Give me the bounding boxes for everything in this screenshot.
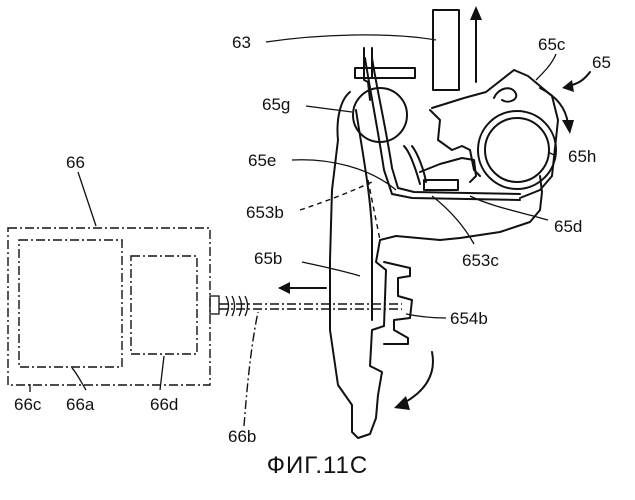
roller-65g-circle xyxy=(353,88,407,142)
controller-box-66a xyxy=(19,240,122,367)
cable-66b xyxy=(219,296,402,316)
wire-spring-65e xyxy=(365,58,520,200)
label-653c: 653c xyxy=(462,251,499,270)
rail-63-rect xyxy=(433,10,459,90)
arrow-65 xyxy=(562,72,590,92)
coil-spring-inner xyxy=(485,118,549,182)
roller-65g xyxy=(353,48,415,142)
label-66c: 66c xyxy=(14,395,42,414)
label-66b: 66b xyxy=(228,427,256,446)
label-65: 65 xyxy=(592,53,611,72)
label-65g: 65g xyxy=(262,95,290,114)
label-653b: 653b xyxy=(246,203,284,222)
controller-box-66d xyxy=(131,256,197,354)
rail-63 xyxy=(433,6,482,90)
controller-outer-box xyxy=(8,228,210,385)
left-arrow xyxy=(278,282,326,294)
lever-body-65b xyxy=(330,92,542,438)
label-63: 63 xyxy=(232,33,251,52)
label-65e: 65e xyxy=(248,151,276,170)
cable-connector xyxy=(210,296,219,314)
label-66d: 66d xyxy=(150,395,178,414)
coil-spring-65h xyxy=(478,111,556,189)
rotation-arrow-bottom xyxy=(394,352,433,410)
label-65c: 65c xyxy=(538,35,566,54)
label-65h: 65h xyxy=(568,147,596,166)
controller-block-66 xyxy=(8,228,219,385)
label-65d: 65d xyxy=(554,217,582,236)
label-65b: 65b xyxy=(254,249,282,268)
label-654b: 654b xyxy=(450,309,488,328)
label-66a: 66a xyxy=(66,395,95,414)
figure-caption: ФИГ.11С xyxy=(0,452,635,480)
label-66: 66 xyxy=(66,153,85,172)
coil-spring-outer xyxy=(478,111,556,189)
